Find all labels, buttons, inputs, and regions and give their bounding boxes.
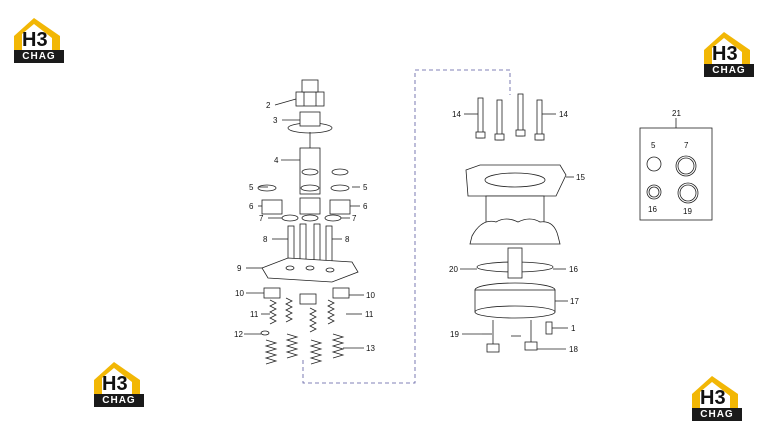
label-part-10: 10 (366, 291, 375, 300)
kit-ring-5 (646, 156, 662, 172)
label-part-1: 1 (571, 324, 576, 333)
leader-lines (244, 98, 574, 350)
label-part-15: 15 (576, 173, 585, 182)
label-part-16: 16 (569, 265, 578, 274)
logo-mark: H3 (22, 29, 48, 51)
logo-word: CHAG (94, 394, 144, 407)
brand-logo: H3 CHAG (686, 372, 746, 428)
part-2-nut (295, 91, 325, 107)
logo-house-icon (692, 376, 738, 410)
label-part-5: 5 (249, 183, 254, 192)
label-part-17: 17 (570, 297, 579, 306)
label-part-18: 18 (569, 345, 578, 354)
part-14-bolts (475, 93, 545, 141)
label-part-3: 3 (273, 116, 278, 125)
label-part-8: 8 (263, 235, 268, 244)
part-12-ring (260, 330, 270, 336)
part-5-ring (257, 184, 277, 192)
part-1-dowel (545, 321, 553, 335)
part-18-bolts (486, 320, 538, 353)
logo-word: CHAG (704, 64, 754, 77)
label-part-11: 11 (250, 310, 259, 319)
logo-house-icon (14, 18, 60, 52)
logo-word: CHAG (14, 50, 64, 63)
brand-logo: H3 CHAG (8, 14, 68, 70)
label-kit-19: 19 (683, 207, 692, 216)
label-part-7: 7 (352, 214, 357, 223)
part-6-cup (261, 199, 283, 215)
label-part-7: 7 (259, 214, 264, 223)
part-15-plate (465, 164, 567, 197)
label-part-10: 10 (235, 289, 244, 298)
label-part-5: 5 (363, 183, 368, 192)
brand-logo: H3 CHAG (698, 28, 758, 84)
left-assembly (257, 79, 359, 365)
label-part-20: 20 (449, 265, 458, 274)
label-kit-7: 7 (684, 141, 689, 150)
label-part-14: 14 (559, 110, 568, 119)
logo-mark: H3 (102, 373, 128, 395)
label-part-6: 6 (363, 202, 368, 211)
label-part-14: 14 (452, 110, 461, 119)
brand-logo: H3 CHAG (88, 358, 148, 414)
label-part-12: 12 (234, 330, 243, 339)
connector-dash-line (302, 69, 511, 384)
label-part-6: 6 (249, 202, 254, 211)
label-part-11: 11 (365, 310, 374, 319)
logo-house-icon (704, 32, 750, 66)
label-kit-5: 5 (651, 141, 656, 150)
label-kit-16: 16 (648, 205, 657, 214)
label-part-9: 9 (237, 264, 242, 273)
logo-word: CHAG (692, 408, 742, 421)
label-part-21: 21 (672, 109, 681, 118)
logo-mark: H3 (700, 387, 726, 409)
label-part-8: 8 (345, 235, 350, 244)
label-part-2: 2 (266, 101, 271, 110)
part-11-spring (269, 297, 335, 333)
label-part-4: 4 (274, 156, 279, 165)
label-part-13: 13 (366, 344, 375, 353)
logo-house-icon (94, 362, 140, 396)
right-assembly (465, 93, 567, 353)
part-10-seat (263, 287, 281, 299)
part-13-spring (264, 333, 345, 365)
label-part-19: 19 (450, 330, 459, 339)
logo-mark: H3 (712, 43, 738, 65)
